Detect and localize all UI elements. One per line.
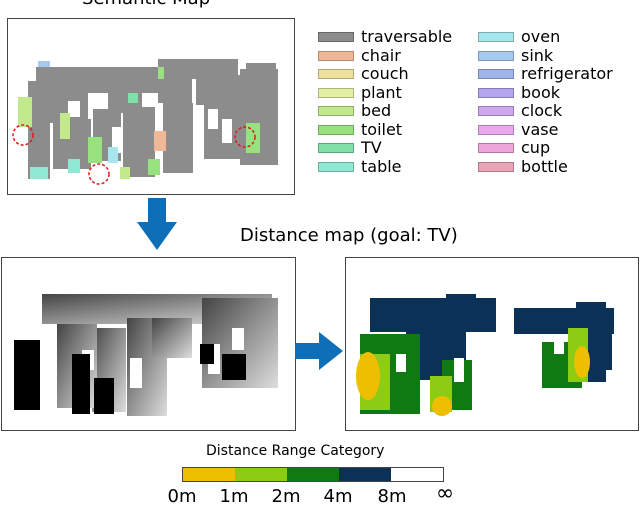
legend-label: bed	[361, 101, 392, 120]
legend-label: couch	[361, 64, 409, 83]
range-tick: 2m	[271, 486, 301, 507]
down-arrow-icon	[137, 198, 177, 250]
legend-label: plant	[361, 82, 402, 102]
range-bin-4-8m	[339, 468, 391, 481]
legend-swatch	[478, 50, 514, 61]
range-tick: 0m	[167, 486, 197, 507]
legend-swatch	[478, 161, 514, 172]
legend-swatch	[318, 106, 354, 116]
category-distance-panel	[345, 257, 639, 431]
legend-label: oven	[521, 27, 561, 46]
legend-swatch	[318, 143, 354, 153]
range-bin-2-4m	[287, 468, 339, 481]
legend-swatch	[318, 32, 354, 42]
legend: traversable chair couch plant bed toilet…	[318, 27, 638, 178]
legend-swatch	[478, 32, 514, 42]
legend-label: traversable	[361, 27, 453, 46]
legend-label: vase	[521, 119, 559, 139]
semantic-map-title: Semantic Map	[82, 0, 210, 9]
legend-label: toilet	[361, 119, 403, 139]
range-tick: 4m	[323, 486, 353, 507]
range-bin-0-1m	[183, 468, 235, 481]
legend-label: sink	[521, 45, 554, 65]
legend-swatch	[478, 124, 514, 135]
legend-label: refrigerator	[521, 64, 613, 83]
range-tick: 8m	[377, 486, 407, 507]
legend-swatch	[318, 124, 354, 135]
right-arrow-icon	[295, 332, 343, 370]
semantic-map-panel	[7, 18, 295, 195]
legend-swatch	[318, 50, 354, 61]
range-bin-1-2m	[235, 468, 287, 481]
range-tick-infinity: ∞	[435, 481, 455, 506]
legend-swatch	[478, 106, 514, 116]
range-bin-8m-inf	[391, 468, 443, 481]
distance-map-title: Distance map (goal: TV)	[240, 225, 458, 246]
legend-swatch	[478, 143, 514, 153]
legend-swatch	[318, 69, 354, 79]
legend-swatch	[478, 87, 514, 98]
legend-label: table	[361, 156, 402, 176]
legend-label: clock	[521, 101, 563, 120]
grayscale-distance-panel	[1, 257, 296, 431]
grayscale-distance-image	[14, 294, 278, 416]
legend-label: bottle	[521, 156, 568, 176]
legend-swatch	[318, 161, 354, 172]
range-tick: 1m	[219, 486, 249, 507]
range-colorbar	[182, 467, 444, 482]
legend-label: TV	[361, 138, 382, 157]
category-distance-image	[356, 294, 614, 416]
legend-label: chair	[361, 45, 401, 65]
legend-swatch	[318, 87, 354, 98]
legend-swatch	[478, 69, 514, 79]
legend-label: cup	[521, 138, 551, 157]
legend-label: book	[521, 82, 560, 102]
range-title: Distance Range Category	[206, 443, 385, 459]
semantic-map-image	[12, 59, 278, 185]
